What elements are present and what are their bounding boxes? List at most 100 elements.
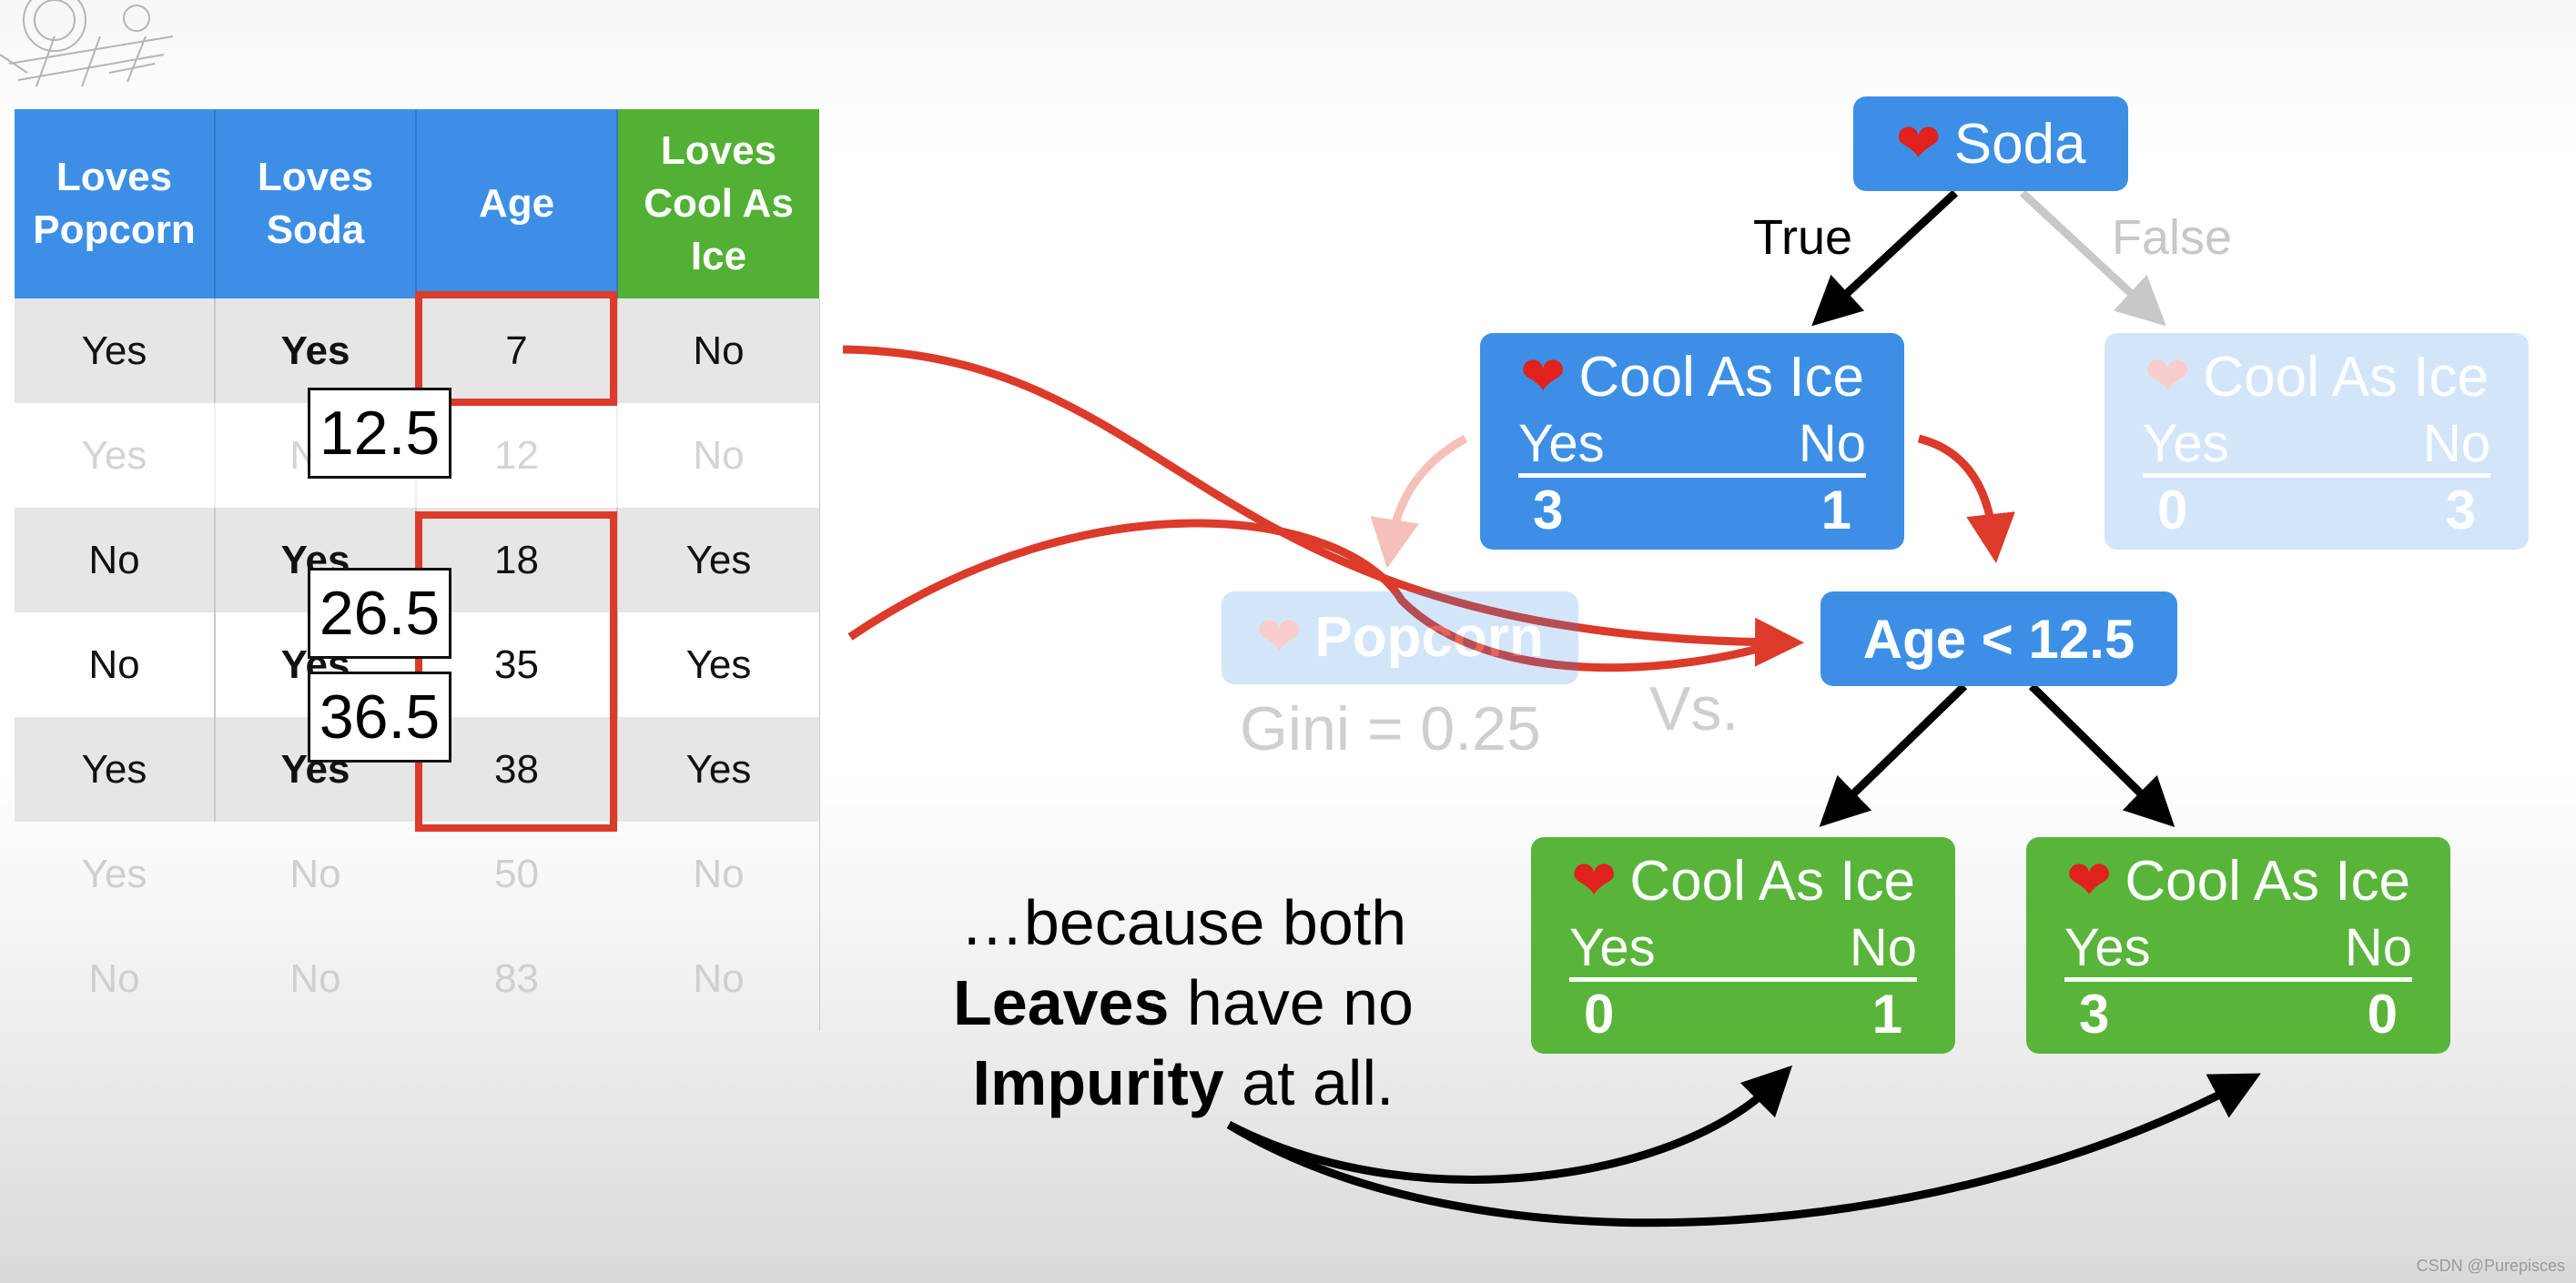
leaf-cool-as-ice-right: ❤ Cool As Ice Yes No 3 0 [2026,837,2450,1054]
faded-arrow [1370,435,1468,569]
table-cell: No [693,328,745,373]
no-count: 1 [1871,983,1902,1045]
logo-sketch [0,0,174,87]
table-cell: No [693,851,745,896]
no-label: No [2422,414,2490,473]
caption-bold-impurity: Impurity [972,1047,1224,1118]
gini-label: Gini = 0.25 [1240,694,1541,763]
divider [1569,977,1917,982]
table-cell: Yes [15,298,216,403]
threshold-label: 36.5 [308,672,451,763]
yes-count: 3 [2079,983,2110,1045]
table-cell: No [15,508,216,612]
divider [2064,977,2412,982]
no-count: 0 [2367,983,2398,1045]
no-count: 1 [1820,479,1851,540]
heart-icon: ❤ [2066,850,2113,911]
edge-false-arrow [2019,189,2166,327]
black-curve-2 [1226,1073,2261,1227]
edge-false-label: False [2112,210,2233,265]
red-curve-2 [847,519,1781,672]
yes-count: 0 [1584,983,1615,1045]
table-cell: 50 [494,851,539,896]
table-cell: Yes [685,642,752,687]
node-title: Cool As Ice [1578,345,1864,409]
table-cell: 83 [494,955,539,1001]
table-cell: No [693,432,745,478]
table-cell: Yes [15,717,216,822]
node-age-threshold: Age < 12.5 [1820,591,2177,686]
header-age: Age [417,109,618,298]
table-row: Yes No 50 No [15,822,820,926]
table-header: Loves Popcorn Loves Soda Age Loves Cool … [15,109,820,298]
node-title: Cool As Ice [1629,849,1915,913]
node-title: Cool As Ice [2125,849,2410,913]
table-cell: 35 [417,612,618,717]
age-left-arrow [1819,682,1968,827]
yes-label: Yes [2143,414,2229,473]
table-cell: No [693,955,745,1001]
table-cell: 38 [417,717,618,822]
no-label: No [2344,918,2412,977]
threshold-label: 12.5 [308,388,451,479]
threshold-label: 26.5 [308,568,451,659]
edge-true-arrow [1811,189,1959,327]
yes-label: Yes [1518,414,1605,473]
heart-icon: ❤ [1520,346,1567,407]
caption-bold-leaves: Leaves [953,967,1170,1038]
node-title: Cool As Ice [2203,345,2489,409]
yes-count: 3 [1533,479,1564,540]
table-cell: 12 [417,403,618,508]
caption-text: at all. [1223,1047,1394,1118]
heart-icon: ❤ [1256,606,1303,667]
table-cell: 7 [417,298,618,403]
edge-true-label: True [1753,210,1853,265]
leaf-cool-as-ice-left: ❤ Cool As Ice Yes No 0 1 [1531,837,1955,1054]
table-cell: Yes [15,403,216,508]
no-count: 3 [2445,479,2476,540]
age-right-arrow [2028,682,2175,827]
yes-label: Yes [2064,918,2151,977]
red-arrow-to-age [1917,434,2015,563]
root-node-soda: ❤ Soda [1853,96,2128,191]
header-loves-cool-as-ice: Loves Cool As Ice [618,109,819,298]
age-group-box-low [415,291,617,406]
no-label: No [1798,414,1866,473]
vs-label: Vs. [1649,674,1739,743]
yes-label: Yes [1569,918,1656,977]
table-cell: Yes [685,746,752,792]
header-loves-popcorn: Loves Popcorn [15,109,216,298]
caption-text: have no [1169,967,1414,1038]
caption: …because both Leaves have no Impurity at… [928,883,1438,1123]
table-cell: 18 [417,508,618,612]
divider [2143,473,2490,478]
black-curve-1 [1226,1065,1793,1184]
table-row: No No 83 No [15,926,820,1031]
credit-watermark: CSDN @Purepisces [2416,1257,2565,1275]
red-curve-1 [842,345,1804,667]
heart-icon: ❤ [1571,850,1618,911]
yes-count: 0 [2157,479,2188,540]
table-cell: No [88,955,140,1001]
heart-icon: ❤ [2145,346,2191,407]
table-cell: Yes [685,537,752,582]
no-label: No [1849,918,1917,977]
caption-line-1: …because both [959,887,1407,958]
heart-icon: ❤ [1895,113,1942,174]
table-cell: No [289,955,341,1001]
header-loves-soda: Loves Soda [216,109,417,298]
table-cell: Yes [81,851,147,896]
divider [1518,473,1866,478]
node-title: Popcorn [1314,605,1544,669]
node-cool-as-ice-right: ❤ Cool As Ice Yes No 0 3 [2104,333,2529,550]
table-cell: No [289,851,341,896]
table-cell: No [15,612,216,717]
caption-line-2: Leaves have no [928,963,1438,1043]
node-cool-as-ice-left: ❤ Cool As Ice Yes No 3 1 [1480,333,1904,550]
node-popcorn: ❤ Popcorn [1222,591,1578,684]
node-title: Age < 12.5 [1862,608,2135,670]
caption-line-3: Impurity at all. [928,1043,1438,1123]
root-node-label: Soda [1953,112,2086,176]
